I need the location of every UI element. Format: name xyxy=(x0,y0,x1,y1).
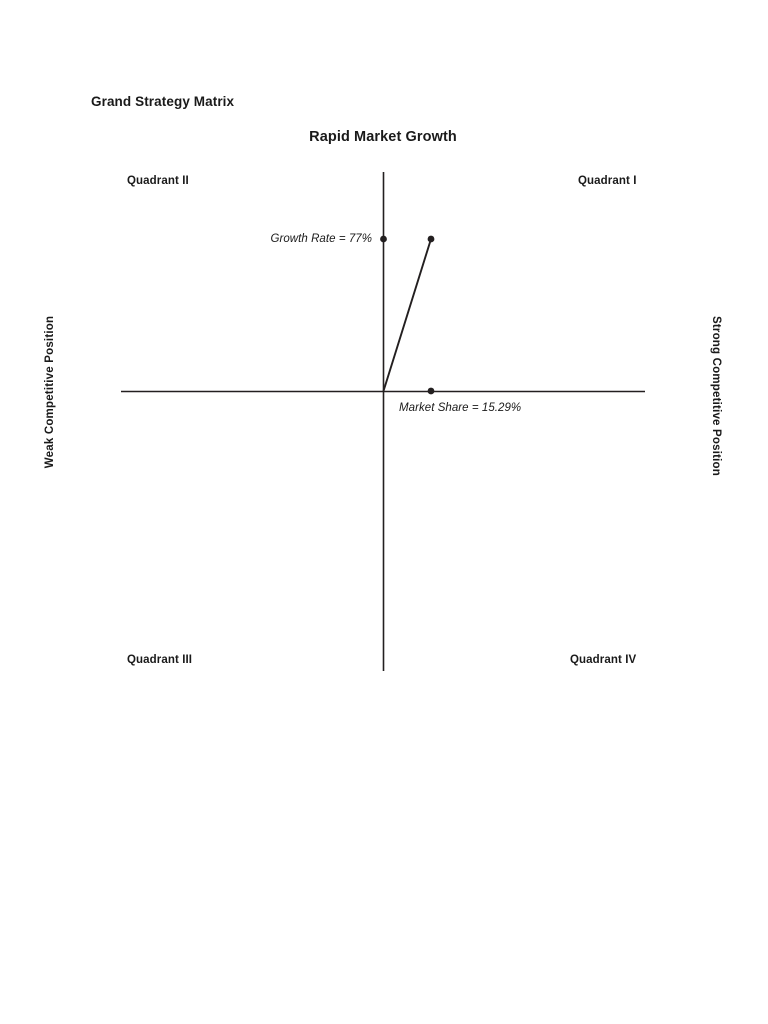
company-position-dot xyxy=(427,235,435,243)
page-title: Grand Strategy Matrix xyxy=(91,94,235,109)
quadrant-label-ii: Quadrant II xyxy=(127,175,189,187)
chart-title-rapid-market-growth: Rapid Market Growth xyxy=(309,129,457,145)
position-vector-line xyxy=(382,238,432,392)
growth-rate-axis-marker-dot xyxy=(380,235,387,243)
quadrant-label-iii: Quadrant III xyxy=(127,654,193,666)
annotation-growth-rate: Growth Rate = 77% xyxy=(270,233,372,245)
market-share-axis-marker-dot xyxy=(427,387,435,395)
annotation-market-share: Market Share = 15.29% xyxy=(399,402,522,414)
quadrant-label-iv: Quadrant IV xyxy=(570,654,637,666)
quadrant-label-i: Quadrant I xyxy=(578,175,637,187)
